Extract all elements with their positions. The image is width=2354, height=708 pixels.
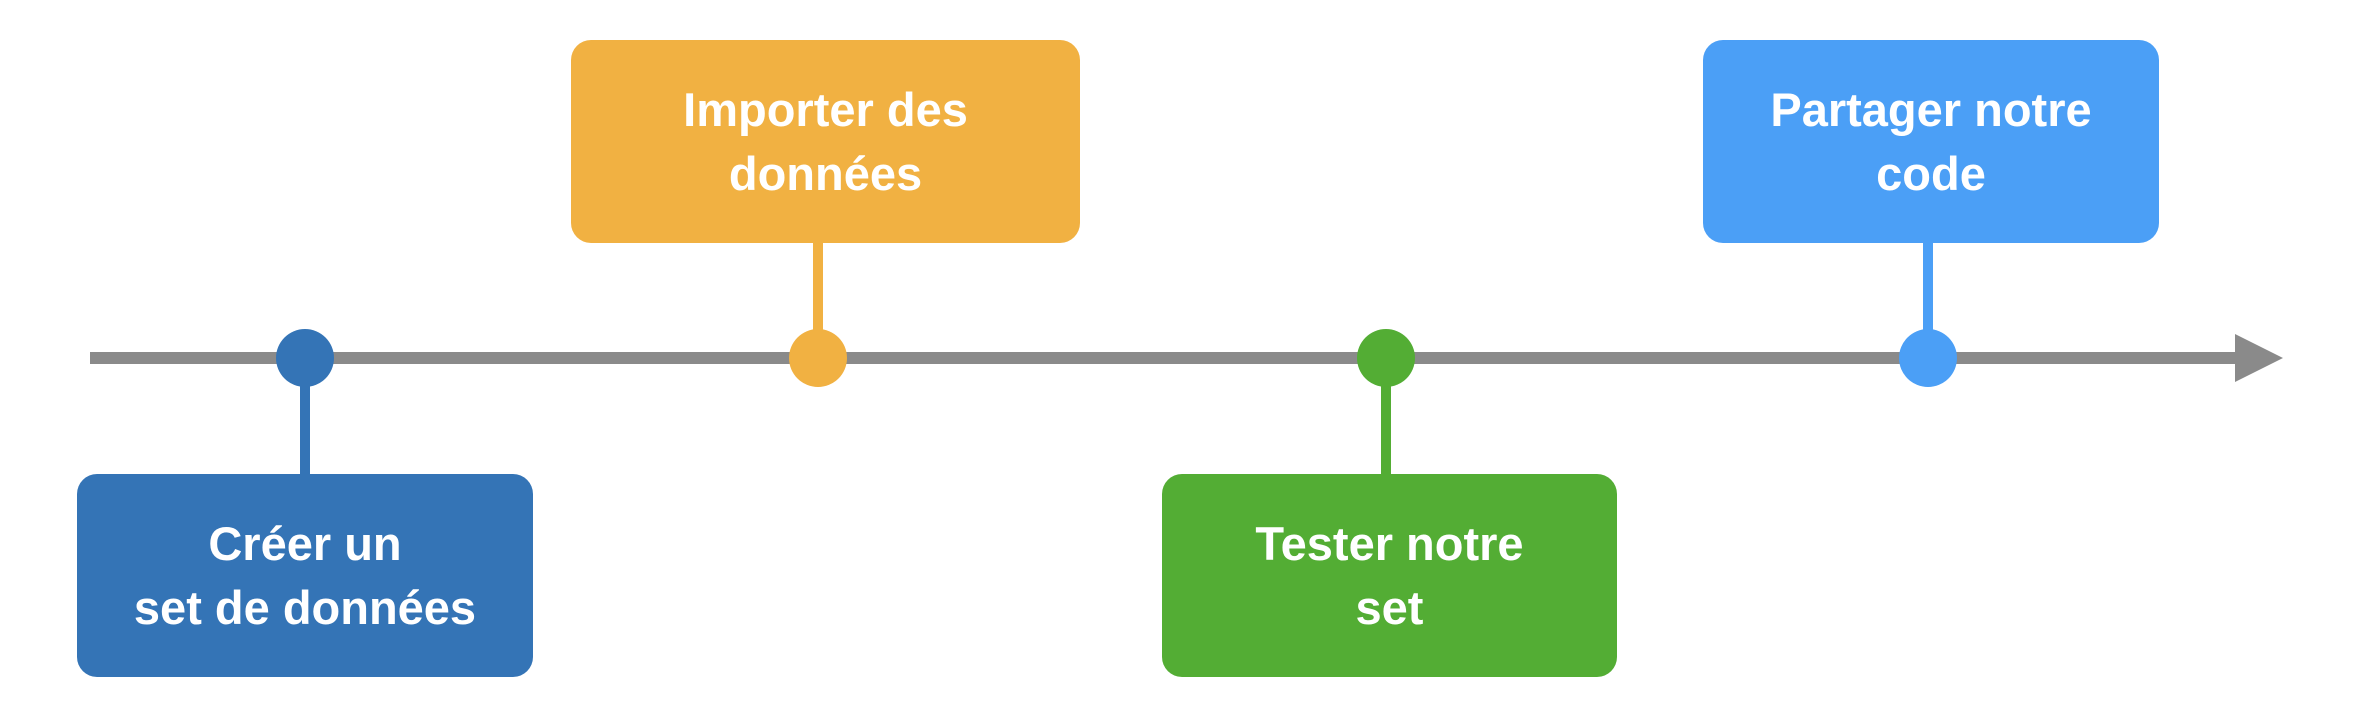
- milestone-dot-3: [1357, 329, 1415, 387]
- milestone-box-create-dataset: Créer un set de données: [77, 474, 533, 677]
- milestone-dot-1: [276, 329, 334, 387]
- milestone-label: Importer des données: [683, 82, 968, 200]
- milestone-dot-4: [1899, 329, 1957, 387]
- timeline-arrowhead-icon: [2235, 334, 2283, 382]
- milestone-label: Partager notre code: [1770, 82, 2092, 200]
- milestone-box-test-set: Tester notre set: [1162, 474, 1617, 677]
- milestone-label: Créer un set de données: [133, 516, 477, 634]
- milestone-box-share-code: Partager notre code: [1703, 40, 2159, 243]
- milestone-box-import-data: Importer des données: [571, 40, 1080, 243]
- milestone-dot-2: [789, 329, 847, 387]
- milestone-label: Tester notre set: [1255, 516, 1524, 634]
